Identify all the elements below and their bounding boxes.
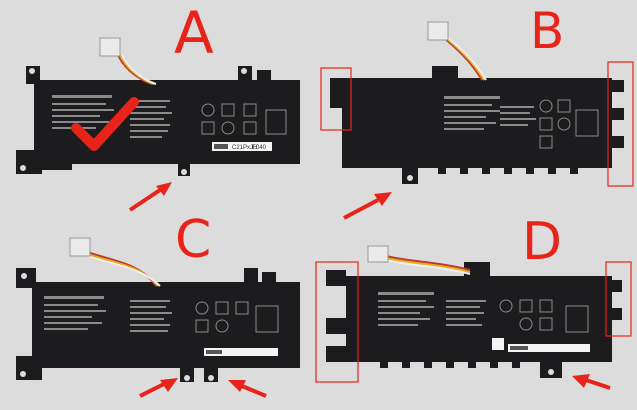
connector-icon (427, 21, 449, 41)
arrow-icon (228, 380, 267, 398)
battery-d-body (326, 262, 622, 378)
recycle-icon (565, 305, 589, 333)
battery-d-highlight-left (315, 261, 359, 383)
crossed-bin-icon (539, 135, 553, 149)
battery-d (315, 245, 632, 390)
battery-b-highlight-right (607, 61, 634, 187)
arrow-icon (572, 374, 611, 390)
battery-d-labels (378, 292, 590, 352)
panel-letter-d: D (522, 212, 563, 272)
arrow-icon (139, 378, 178, 398)
battery-b (320, 21, 634, 220)
arrow-icon (343, 192, 392, 220)
arrow-icon (128, 182, 172, 212)
checkmark-icon (71, 97, 139, 151)
recycle-icon (255, 305, 279, 333)
crossed-bin-icon (539, 317, 553, 331)
panel-letter-a: A (174, 0, 214, 67)
connector-icon (69, 237, 91, 257)
battery-c-labels (44, 296, 279, 356)
battery-a-cell-code: C21PxJH (232, 145, 257, 151)
battery-b-highlight-left (320, 67, 352, 131)
panel-letter-b: B (530, 2, 565, 60)
recycle-icon (575, 109, 599, 137)
battery-b-labels (444, 96, 599, 149)
panel-letter-c: C (175, 210, 212, 270)
connector-icon (367, 245, 389, 263)
battery-c-connector (69, 237, 161, 287)
battery-a-cell-code-2: E040 (252, 145, 267, 151)
battery-d-highlight-right (605, 261, 632, 337)
battery-b-connector (427, 21, 487, 81)
battery-a-connector (99, 37, 157, 85)
battery-d-connector (367, 245, 471, 275)
connector-icon (99, 37, 121, 57)
battery-a-cell-sticker: C21PxJH E040 (212, 142, 272, 151)
battery-b-body (330, 66, 624, 184)
battery-a: C21PxJH E040 (16, 37, 300, 212)
battery-c (16, 237, 300, 398)
